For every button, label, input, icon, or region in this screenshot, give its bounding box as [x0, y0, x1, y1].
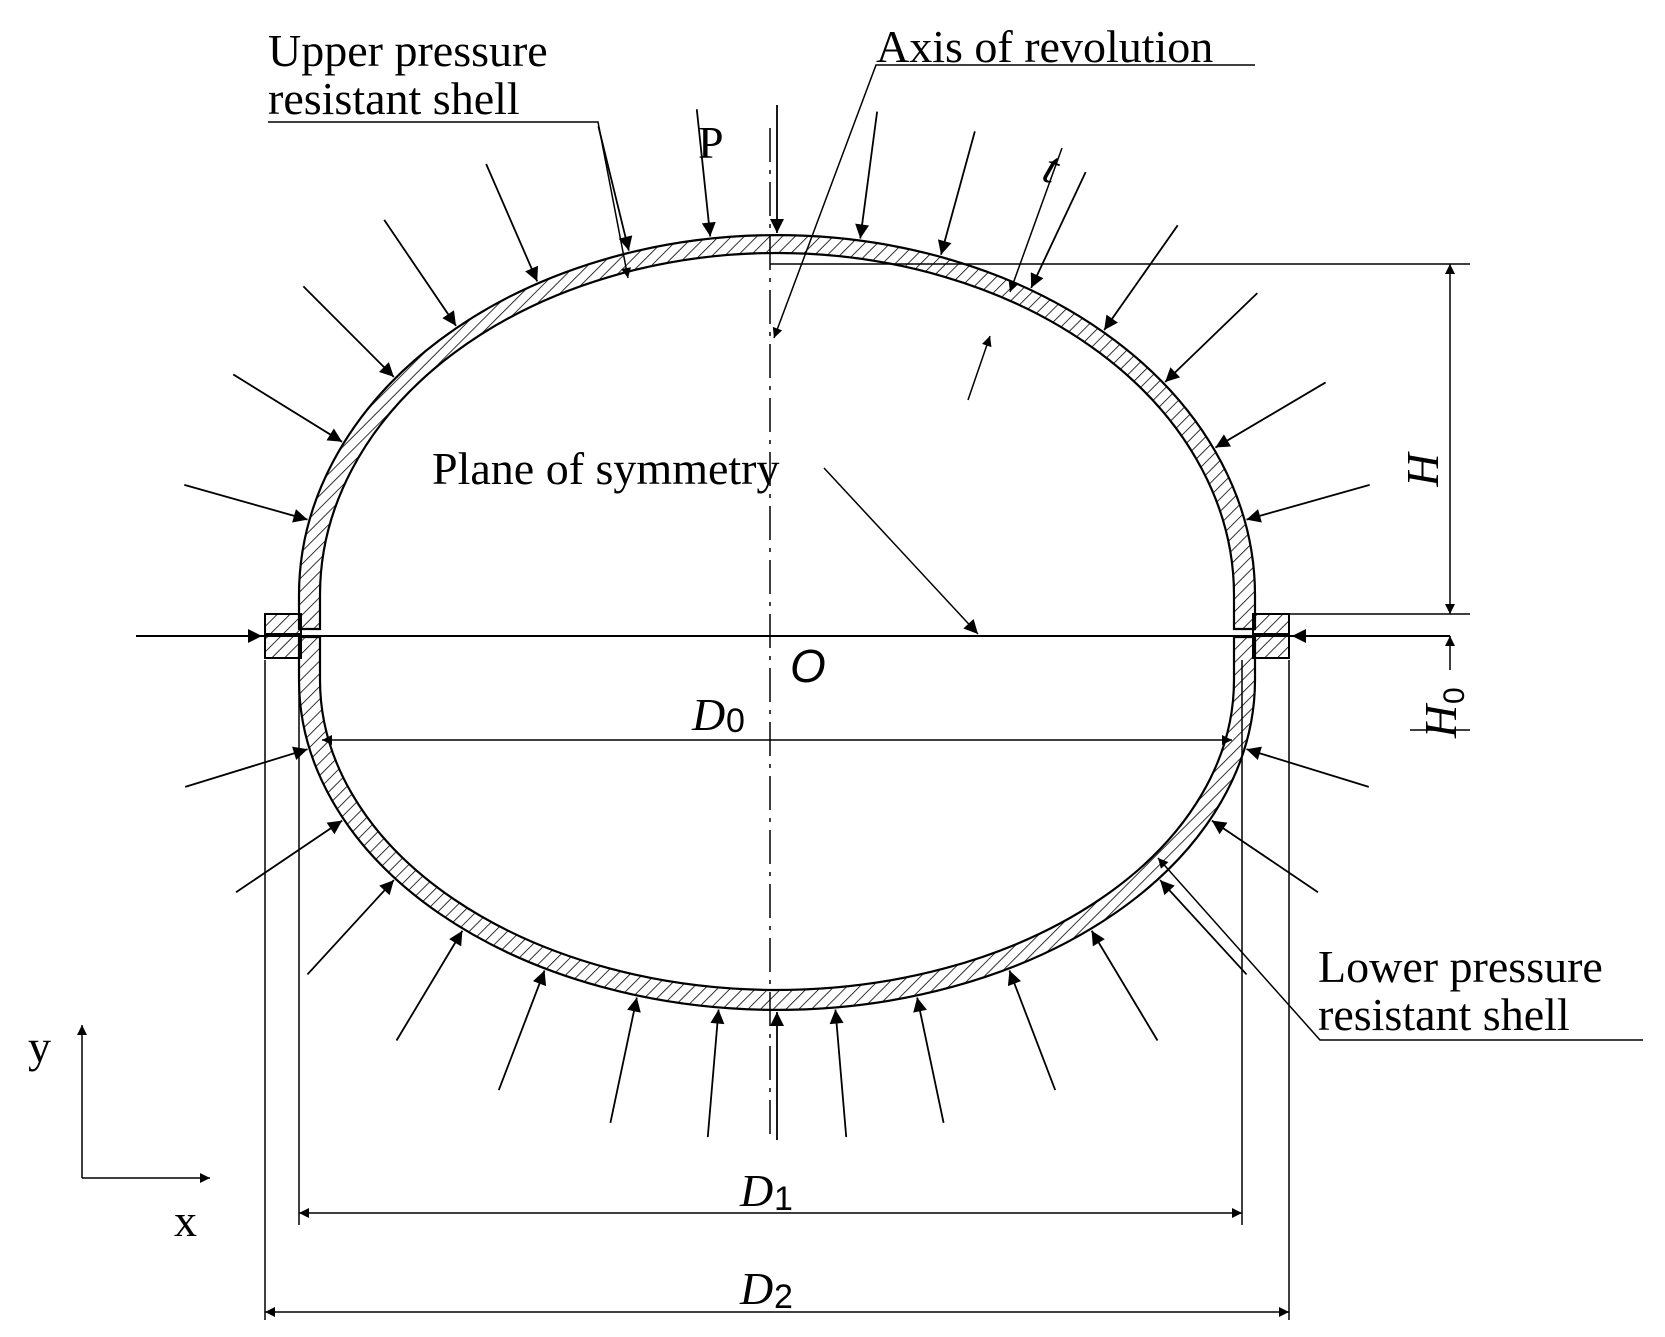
pressure-arrow [306, 879, 395, 976]
lower-shell-leader [1157, 857, 1643, 1041]
pressure-arrow [302, 285, 395, 378]
pressure-arrow [1211, 819, 1319, 893]
plane-of-symmetry-label: Plane of symmetry [432, 443, 780, 494]
pressure-arrow [855, 111, 879, 239]
pressure-arrow [829, 1009, 848, 1138]
pressure-arrow [485, 163, 539, 282]
pressure-arrow [232, 373, 343, 443]
h0-label: H 0 [1415, 687, 1471, 739]
d2-label: D 2 [739, 1263, 793, 1316]
origin-label: O [790, 640, 826, 692]
d1-label-main: D [739, 1165, 773, 1216]
lower-left-flange [264, 633, 302, 659]
pressure-arrow [1030, 171, 1087, 289]
d0-label-sub: 0 [726, 702, 745, 740]
upper-shell [297, 233, 1257, 631]
pressure-arrow [1214, 381, 1327, 449]
pressure-arrow [395, 930, 464, 1041]
thickness-leader-inner [967, 335, 992, 401]
upper-right-flange [1252, 613, 1290, 635]
d1-label-sub: 1 [774, 1180, 793, 1218]
upper-shell-leader [268, 121, 632, 279]
axis-of-revolution-label: Axis of revolution [876, 21, 1213, 72]
pressure-arrow [184, 746, 308, 788]
axis-of-revolution-leader [772, 64, 1255, 339]
pressure-arrow [235, 819, 343, 893]
pressure-arrow [937, 131, 976, 256]
lower-shell [297, 635, 1257, 1012]
h0-label-sub: 0 [1438, 687, 1471, 704]
d0-label-main: D [691, 689, 725, 740]
x-axis-label: x [174, 1195, 197, 1246]
pressure-arrow [706, 1009, 725, 1138]
upper-shell-label-line2: resistant shell [268, 73, 520, 124]
h0-label-main: H [1415, 702, 1466, 739]
lower-shell-label-line2: resistant shell [1318, 989, 1570, 1040]
pressure-label: P [698, 117, 724, 168]
pressure-arrow [184, 483, 308, 523]
pressure-arrow [1164, 292, 1258, 383]
lower-right-flange [1252, 633, 1290, 659]
plane-of-symmetry-leader [823, 467, 979, 635]
d2-label-sub: 2 [774, 1278, 793, 1316]
y-axis-label: y [28, 1021, 51, 1072]
pressure-arrow [1103, 224, 1179, 331]
pressure-arrow [497, 970, 547, 1091]
pressure-arrow [1246, 746, 1370, 788]
pressure-arrow [1090, 930, 1159, 1041]
d1-label: D 1 [739, 1165, 793, 1218]
thickness-leader-outer [1008, 147, 1063, 293]
pressure-arrow [383, 219, 457, 327]
lower-shell-label-line1: Lower pressure [1318, 941, 1603, 992]
pressure-arrows [184, 105, 1370, 1140]
pressure-arrow [609, 997, 641, 1123]
pressure-arrow [1159, 879, 1248, 976]
upper-shell-label-line1: Upper pressure [268, 25, 548, 76]
thickness-label: t [1037, 141, 1068, 194]
d2-label-main: D [739, 1263, 773, 1314]
h-label: H [1397, 451, 1448, 488]
d0-label: D 0 [691, 689, 745, 740]
upper-left-flange [264, 613, 302, 635]
pressure-arrow [913, 997, 945, 1123]
pressure-arrow [1246, 483, 1370, 523]
pressure-arrow [695, 109, 716, 237]
pressure-arrow [1007, 970, 1057, 1091]
